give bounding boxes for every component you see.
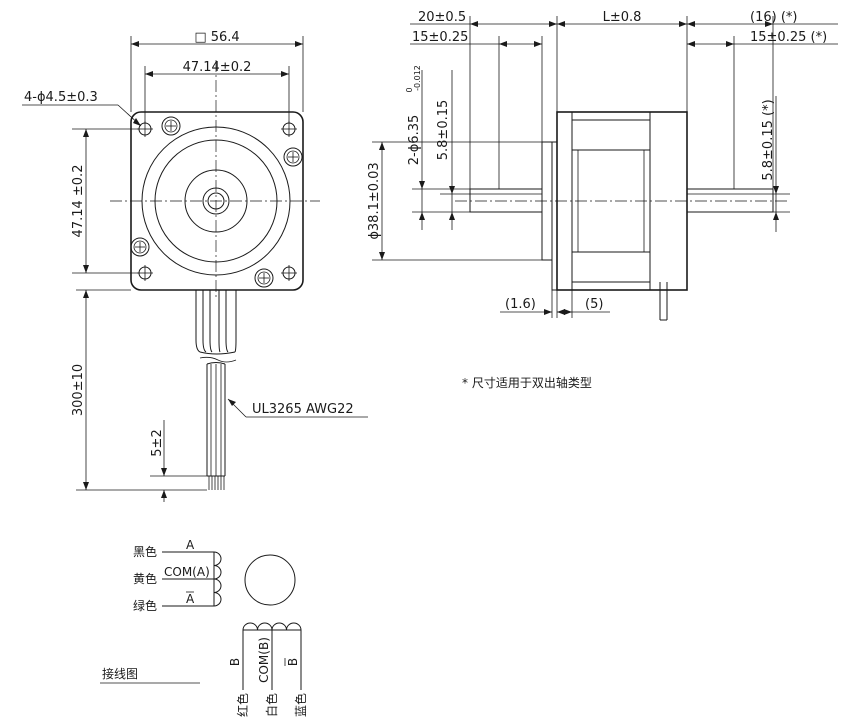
rear-shaft xyxy=(686,188,774,213)
rotor-circle xyxy=(244,554,296,606)
dim-body-length: L±0.8 xyxy=(557,10,688,112)
wire-color-black: 黑色 xyxy=(133,545,157,559)
mounting-hole-bl xyxy=(137,265,153,281)
cable-callout: UL3265 AWG22 xyxy=(227,398,368,418)
dim-pilot-dia: ϕ38.1±0.03 xyxy=(367,141,542,261)
dim-front-flat-length: 15±0.25 xyxy=(410,30,543,189)
wire-color-green: 绿色 xyxy=(133,598,157,613)
dim-outline: □ 56.4 xyxy=(130,30,304,112)
flange-thickness-label: (1.6) xyxy=(505,297,536,312)
rear-shaft-length-label: (16) (*) xyxy=(750,10,797,25)
phase-a-label: A xyxy=(186,538,195,552)
cable-label: UL3265 AWG22 xyxy=(252,402,354,417)
lead-wire-bundle xyxy=(195,290,237,490)
dim-flange-thickness: (1.6) xyxy=(500,260,573,318)
shaft-tol-upper: 0 xyxy=(405,87,414,92)
wire-color-blue: 蓝色 xyxy=(294,693,308,717)
screw-bottom xyxy=(254,268,274,288)
footnote: * 尺寸适用于双出轴类型 xyxy=(462,375,592,390)
front-flat-depth-label: 5.8±0.15 xyxy=(436,100,451,161)
shaft-dia-label: 2-ϕ6.35 xyxy=(407,115,422,165)
dim-hole-spec: 4-ϕ4.5±0.3 xyxy=(22,90,142,127)
hole-pitch-v-label: 47.14 ±0.2 xyxy=(71,165,86,238)
dim-lead-length: 300±10 xyxy=(71,289,207,491)
screw-right xyxy=(283,147,303,167)
front-shaft xyxy=(469,188,543,213)
phase-b-com-label: COM(B) xyxy=(257,637,271,683)
phase-b-bar-label: B xyxy=(286,658,300,666)
body-rib-bottom xyxy=(571,251,651,283)
body-rib-top xyxy=(571,119,651,151)
dim-hole-pitch-h: 47.14±0.2 xyxy=(144,60,290,123)
screw-top xyxy=(161,116,181,136)
mounting-hole-tr xyxy=(281,121,297,137)
shaft-tol-lower: -0.012 xyxy=(413,65,422,91)
front-view: □ 56.4 47.14±0.2 4-ϕ4.5±0.3 47.14 ±0.2 xyxy=(22,30,368,502)
dim-rear-shaft-length: (16) (*) xyxy=(687,10,838,189)
wiring-diagram: 黑色 黄色 绿色 A COM(A) A B COM(B) B 红色 白色 蓝色 … xyxy=(100,538,308,717)
rear-flat-depth-label: 5.8±0.15 (*) xyxy=(761,99,776,180)
lead-length-label: 300±10 xyxy=(71,364,86,416)
dim-rear-flat-length: 15±0.25 (*) xyxy=(687,30,838,189)
phase-b-label: B xyxy=(228,658,242,666)
outline-dim-label: □ 56.4 xyxy=(194,30,239,45)
wire-color-red: 红色 xyxy=(235,693,250,717)
pilot-height-label: (5) xyxy=(585,297,603,312)
dim-pilot-height: (5) xyxy=(557,297,610,315)
dim-strip-length: 5±2 xyxy=(150,420,207,502)
dim-shaft-dia: 2-ϕ6.35 0 -0.012 xyxy=(405,65,470,230)
dim-front-flat-depth: 5.8±0.15 xyxy=(436,70,470,230)
mounting-hole-br xyxy=(281,265,297,281)
side-view: 20±0.5 15±0.25 L±0.8 (16) (*) xyxy=(367,10,838,390)
body-length-label: L±0.8 xyxy=(603,10,642,25)
wire-color-yellow: 黄色 xyxy=(133,572,157,586)
mounting-hole-tl xyxy=(137,121,153,137)
dim-hole-pitch-v: 47.14 ±0.2 xyxy=(71,128,139,274)
screw-left xyxy=(130,237,150,257)
wiring-title: 接线图 xyxy=(102,666,138,681)
rear-flat-length-label: 15±0.25 (*) xyxy=(750,30,827,45)
front-flat-length-label: 15±0.25 xyxy=(412,30,468,45)
front-shaft-length-label: 20±0.5 xyxy=(418,10,466,25)
dim-rear-flat-depth: 5.8±0.15 (*) xyxy=(761,96,790,232)
phase-a-coil xyxy=(213,551,222,607)
pilot-dia-label: ϕ38.1±0.03 xyxy=(367,162,382,239)
dim-front-shaft-length: 20±0.5 xyxy=(410,10,558,189)
phase-b-coil xyxy=(242,622,302,631)
hole-pitch-h-label: 47.14±0.2 xyxy=(183,60,252,75)
phase-a-bar-label: A xyxy=(186,592,195,606)
wire-color-white: 白色 xyxy=(264,693,279,717)
strip-length-label: 5±2 xyxy=(150,429,165,456)
phase-a-com-label: COM(A) xyxy=(164,565,210,579)
hole-spec-label: 4-ϕ4.5±0.3 xyxy=(24,90,98,105)
